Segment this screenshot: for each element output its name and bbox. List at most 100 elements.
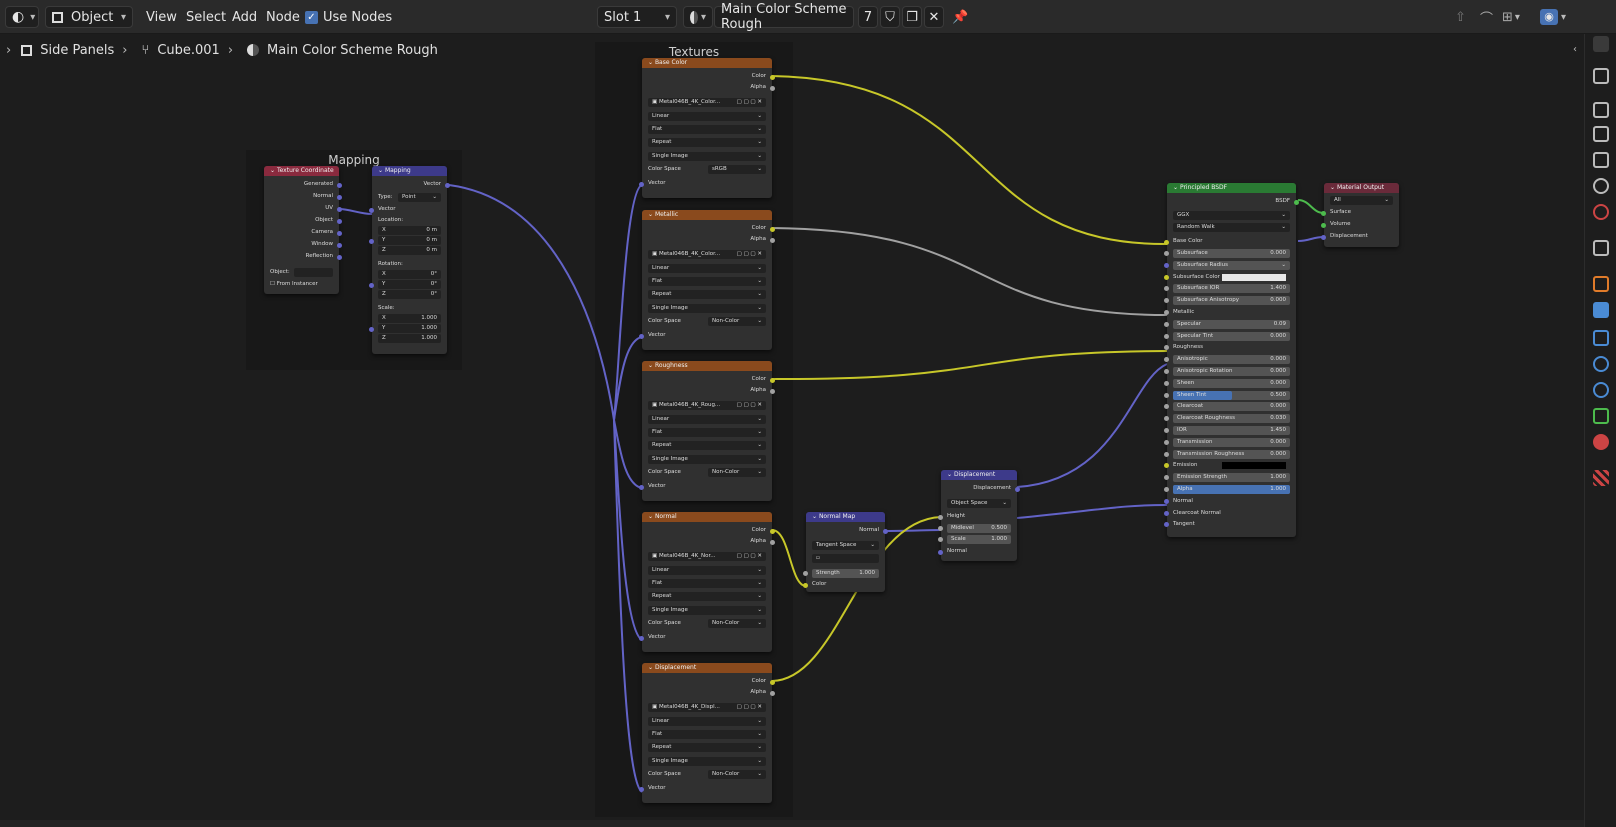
node-material-output[interactable]: ⌄ Material Output All⌄ Surface Volume Di… xyxy=(1321,183,1399,247)
source-dropdown[interactable]: Single Image⌄ xyxy=(648,152,766,161)
socket[interactable] xyxy=(1164,274,1169,280)
socket[interactable] xyxy=(1164,286,1169,292)
object-field[interactable] xyxy=(294,268,333,277)
socket[interactable] xyxy=(1164,310,1169,315)
node-header[interactable]: ⌄ Principled BSDF xyxy=(1167,183,1296,193)
node-header[interactable]: ⌄ Normal Map xyxy=(806,512,885,522)
type-dropdown[interactable]: Point⌄ xyxy=(398,193,441,202)
socket[interactable] xyxy=(770,238,775,243)
socket[interactable] xyxy=(1164,463,1169,469)
projection-dropdown[interactable]: Flat⌄ xyxy=(648,125,766,134)
image-selector[interactable]: ▣ Metal046B_4K_Roug...▢ ▢ ▢ ✕ xyxy=(648,401,766,410)
output-tab-icon[interactable] xyxy=(1593,126,1609,142)
colorspace-dropdown[interactable]: Non-Color⌄ xyxy=(708,619,766,628)
subsurface-method-dropdown[interactable]: Random Walk⌄ xyxy=(1173,223,1290,232)
extension-dropdown[interactable]: Repeat⌄ xyxy=(648,441,766,450)
socket[interactable] xyxy=(337,231,342,236)
socket[interactable] xyxy=(770,86,775,91)
snap-toggle[interactable]: ⌒ xyxy=(1480,6,1493,28)
socket[interactable] xyxy=(1164,380,1169,386)
socket[interactable] xyxy=(938,526,943,531)
socket[interactable] xyxy=(337,255,342,260)
socket[interactable] xyxy=(1164,240,1169,245)
socket[interactable] xyxy=(1164,416,1169,422)
parent-node-tree-button[interactable]: ⇧ xyxy=(1455,6,1466,28)
socket[interactable] xyxy=(1164,404,1169,410)
projection-dropdown[interactable]: Flat⌄ xyxy=(648,428,766,437)
texture-tab-icon[interactable] xyxy=(1593,470,1609,486)
node-normal-map[interactable]: ⌄ Normal Map Normal Tangent Space⌄ ▫ Str… xyxy=(803,512,888,592)
socket[interactable] xyxy=(639,334,644,339)
interpolation-dropdown[interactable]: Linear⌄ xyxy=(648,717,766,726)
socket[interactable] xyxy=(770,227,775,232)
fake-user-button[interactable]: ⛉ xyxy=(880,6,900,28)
bsdf-field[interactable]: Emission xyxy=(1173,461,1290,471)
socket[interactable] xyxy=(803,583,808,588)
socket[interactable] xyxy=(1164,345,1169,351)
material-browse-button[interactable]: ▾ xyxy=(683,6,713,28)
target-dropdown[interactable]: All⌄ xyxy=(1330,196,1393,205)
from-instancer-checkbox[interactable]: ☐ From Instancer xyxy=(270,281,318,287)
node-header[interactable]: ⌄ Metallic xyxy=(642,210,772,220)
node-header[interactable]: ⌄ Mapping xyxy=(372,166,447,176)
image-selector[interactable]: ▣ Metal046B_4K_Color...▢ ▢ ▢ ✕ xyxy=(648,250,766,259)
overlays-button[interactable]: ◉▾ xyxy=(1540,6,1566,28)
menu-node[interactable]: Node xyxy=(266,9,300,25)
socket[interactable] xyxy=(1164,487,1169,492)
socket[interactable] xyxy=(1164,333,1169,339)
socket[interactable] xyxy=(770,378,775,383)
snap-mode-dropdown[interactable]: ⊞▾ xyxy=(1502,9,1520,25)
node-header[interactable]: ⌄ Material Output xyxy=(1324,183,1399,193)
socket[interactable] xyxy=(1294,200,1299,205)
socket[interactable] xyxy=(337,207,342,212)
projection-dropdown[interactable]: Flat⌄ xyxy=(648,579,766,588)
socket[interactable] xyxy=(1321,223,1326,228)
socket[interactable] xyxy=(770,691,775,696)
interpolation-dropdown[interactable]: Linear⌄ xyxy=(648,264,766,273)
socket[interactable] xyxy=(639,636,644,641)
node-mapping[interactable]: ⌄ Mapping Vector Type: Point⌄ Vector Loc… xyxy=(369,166,450,354)
node-principled-bsdf[interactable]: ⌄ Principled BSDF BSDF GGX⌄ Random Walk⌄… xyxy=(1164,183,1299,537)
socket[interactable] xyxy=(369,208,374,213)
tool-tab-icon[interactable] xyxy=(1593,36,1609,52)
node-header[interactable]: ⌄ Displacement xyxy=(941,470,1017,480)
particles-tab-icon[interactable] xyxy=(1593,330,1609,346)
socket[interactable] xyxy=(938,515,943,520)
distribution-dropdown[interactable]: GGX⌄ xyxy=(1173,211,1290,220)
scene-tab-icon[interactable] xyxy=(1593,178,1609,194)
socket[interactable] xyxy=(1164,298,1169,304)
extension-dropdown[interactable]: Repeat⌄ xyxy=(648,743,766,752)
socket[interactable] xyxy=(938,550,943,555)
socket[interactable] xyxy=(770,389,775,394)
space-dropdown[interactable]: Object Space⌄ xyxy=(947,499,1011,508)
socket[interactable] xyxy=(337,243,342,248)
socket[interactable] xyxy=(1164,357,1169,363)
menu-view[interactable]: View xyxy=(146,9,177,25)
socket[interactable] xyxy=(1164,392,1169,398)
socket[interactable] xyxy=(1015,487,1020,492)
sidebar-toggle-icon[interactable]: ‹ xyxy=(1573,44,1577,55)
interpolation-dropdown[interactable]: Linear⌄ xyxy=(648,112,766,121)
socket[interactable] xyxy=(369,239,374,244)
pin-button[interactable]: 📌 xyxy=(952,6,968,28)
socket[interactable] xyxy=(1321,211,1326,216)
